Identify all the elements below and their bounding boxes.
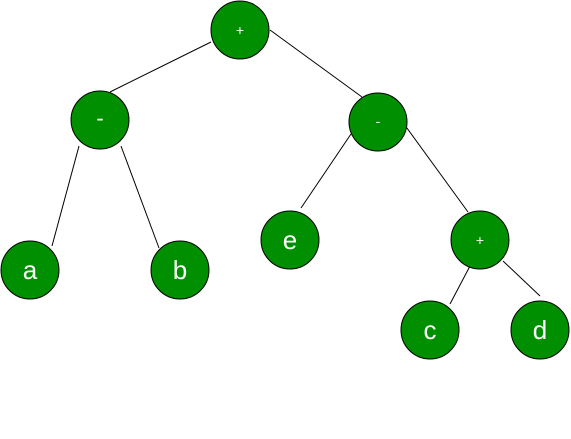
node-b: b: [150, 240, 210, 300]
edge-root-right-minus: [269, 29, 363, 98]
node-label: +: [236, 22, 244, 38]
edge-left-minus-b: [120, 145, 160, 249]
edge-right-minus-e: [300, 133, 352, 209]
node-e: e: [260, 210, 320, 270]
node-inner-plus: +: [450, 210, 510, 270]
node-label: -: [376, 113, 381, 129]
edge-right-minus-inner-plus: [403, 123, 469, 213]
node-label: d: [533, 315, 547, 345]
edge-left-minus-a: [51, 145, 80, 247]
node-label: +: [476, 232, 484, 248]
node-label: e: [283, 225, 297, 255]
node-left-minus: -: [70, 90, 130, 150]
node-right-minus: -: [348, 92, 408, 152]
node-a: a: [0, 240, 60, 300]
edge-root-left-minus: [109, 41, 212, 93]
node-d: d: [510, 300, 570, 360]
node-root-plus: +: [210, 0, 270, 60]
node-label: b: [173, 255, 187, 285]
node-label: a: [23, 255, 38, 285]
node-c: c: [400, 300, 460, 360]
edge-inner-plus-d: [502, 260, 541, 297]
edge-inner-plus-c: [449, 265, 471, 305]
node-label: c: [424, 315, 437, 345]
node-label: -: [96, 106, 103, 131]
